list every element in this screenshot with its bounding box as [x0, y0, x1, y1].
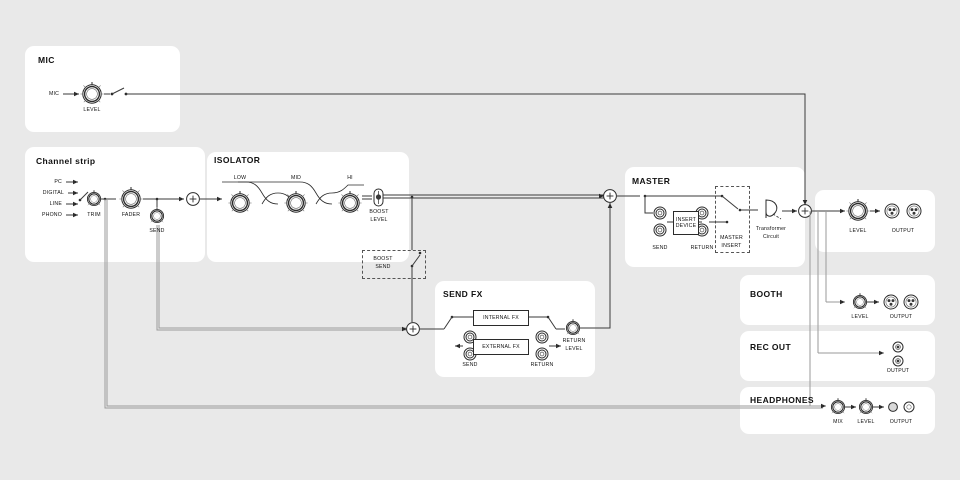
insert-device-line1: INSERT [675, 216, 697, 223]
transformer-circuit-label-line2: Circuit [762, 234, 780, 240]
master-send-label: SEND [652, 245, 668, 251]
boost-send-label-line1: BOOST [373, 256, 393, 262]
rec-out-output-label: OUTPUT [886, 368, 910, 374]
isolator-band-mid: MID [290, 175, 302, 181]
panel-title-isolator: ISOLATOR [214, 155, 261, 165]
master-level-label: LEVEL [849, 228, 867, 234]
fader-label: FADER [121, 212, 141, 218]
channel-input-digital: DIGITAL [42, 190, 64, 196]
panel-title-rec-out: REC OUT [750, 342, 792, 352]
headphones-mix-label: MIX [833, 419, 843, 425]
internal-fx-box: INTERNAL FX [473, 310, 529, 326]
send-fx-return-label: RETURN [530, 362, 554, 368]
channel-input-line: LINE [49, 201, 62, 207]
trim-label: TRIM [87, 212, 101, 218]
headphones-output-label: OUTPUT [889, 419, 913, 425]
master-insert-dashed-box [715, 186, 750, 253]
panel-mic [25, 46, 180, 132]
panel-title-master: MASTER [632, 176, 671, 186]
master-return-label: RETURN [690, 245, 714, 251]
boost-level-label-line1: BOOST [369, 209, 389, 215]
mic-input-label: MIC [48, 91, 60, 97]
panel-title-channel-strip: Channel strip [36, 156, 96, 166]
channel-send-label: SEND [149, 228, 165, 234]
insert-device-box: INSERT DEVICE [673, 211, 699, 235]
headphones-level-label: LEVEL [857, 419, 875, 425]
panel-title-headphones: HEADPHONES [750, 395, 814, 405]
external-fx-box: EXTERNAL FX [473, 339, 529, 355]
mic-level-label: LEVEL [83, 107, 101, 113]
return-level-label-line2: LEVEL [565, 346, 583, 352]
boost-send-dashed-box [362, 250, 426, 279]
booth-output-label: OUTPUT [889, 314, 913, 320]
panel-rec-out [740, 331, 935, 381]
panel-booth [740, 275, 935, 325]
panel-title-booth: BOOTH [750, 289, 783, 299]
boost-send-label-line2: SEND [375, 264, 391, 270]
channel-input-phono: PHONO [41, 212, 62, 218]
insert-device-line2: DEVICE [675, 223, 697, 229]
panel-title-send-fx: SEND FX [443, 289, 483, 299]
master-output-label: OUTPUT [891, 228, 915, 234]
send-fx-send-label: SEND [462, 362, 478, 368]
master-insert-label-line1: MASTER [720, 235, 743, 241]
transformer-circuit-label-line1: Transformer [755, 226, 787, 232]
panel-title-mic: MIC [38, 55, 55, 65]
panel-master-output [815, 190, 935, 252]
master-insert-label-line2: INSERT [721, 243, 742, 249]
boost-level-label-line2: LEVEL [370, 217, 388, 223]
booth-level-label: LEVEL [851, 314, 869, 320]
panel-channel-strip [25, 147, 205, 262]
return-level-label-line1: RETURN [562, 338, 586, 344]
isolator-band-low: LOW [233, 175, 247, 181]
channel-input-pc: PC [54, 179, 62, 185]
isolator-band-hi: HI [347, 175, 353, 181]
